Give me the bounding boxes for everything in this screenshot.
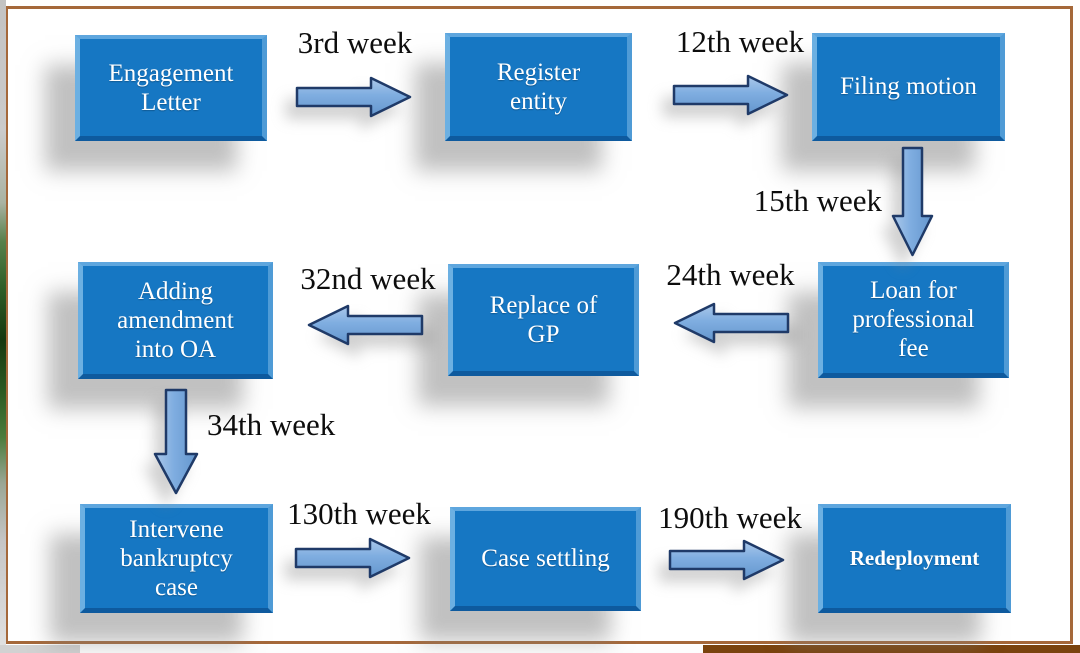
node-label: Engagement Letter [108, 59, 234, 116]
node-label: Redeployment [849, 545, 980, 570]
arrow-right-icon [294, 537, 411, 579]
node-adding-amendment-oa: Adding amendment into OA [78, 262, 273, 379]
arrow-left-icon [307, 304, 424, 346]
node-replace-of-gp: Replace of GP [448, 264, 639, 376]
node-case-settling: Case settling [450, 507, 641, 611]
connector-label: 130th week [287, 496, 431, 531]
node-label: Filing motion [840, 73, 977, 100]
node-label: Register entity [496, 58, 581, 115]
node-engagement-letter: Engagement Letter [75, 35, 267, 141]
connector-label: 3rd week [297, 25, 413, 60]
node-label: Case settling [481, 545, 610, 572]
node-intervene-bankruptcy: Intervene bankruptcy case [80, 504, 273, 613]
node-label: Adding amendment into OA [117, 277, 234, 363]
connector-label: 34th week [207, 407, 336, 442]
connector-label: 32nd week [300, 261, 436, 296]
arrow-right-icon [672, 74, 789, 116]
arrow-down-icon [891, 146, 934, 257]
bottom-strip-brown [703, 645, 1080, 653]
node-label: Loan for professional fee [852, 277, 975, 362]
node-filing-motion: Filing motion [812, 33, 1005, 141]
node-loan-professional-fee: Loan for professional fee [818, 262, 1009, 378]
bottom-strip-white [80, 645, 703, 653]
arrow-right-icon [295, 76, 412, 118]
node-label: Intervene bankruptcy case [120, 515, 233, 601]
node-register-entity: Register entity [445, 33, 632, 141]
connector-label: 190th week [658, 500, 802, 535]
connector-label: 12th week [675, 24, 805, 59]
arrow-down-icon [153, 388, 199, 495]
arrow-right-icon [668, 539, 785, 581]
desktop-edge-strip [0, 0, 6, 653]
connector-label: 24th week [666, 257, 795, 292]
node-redeployment: Redeployment [818, 504, 1011, 613]
node-label: Replace of GP [489, 291, 598, 348]
bottom-strip-gray [0, 645, 80, 653]
connector-label: 15th week [753, 183, 882, 218]
arrow-left-icon [673, 302, 790, 344]
